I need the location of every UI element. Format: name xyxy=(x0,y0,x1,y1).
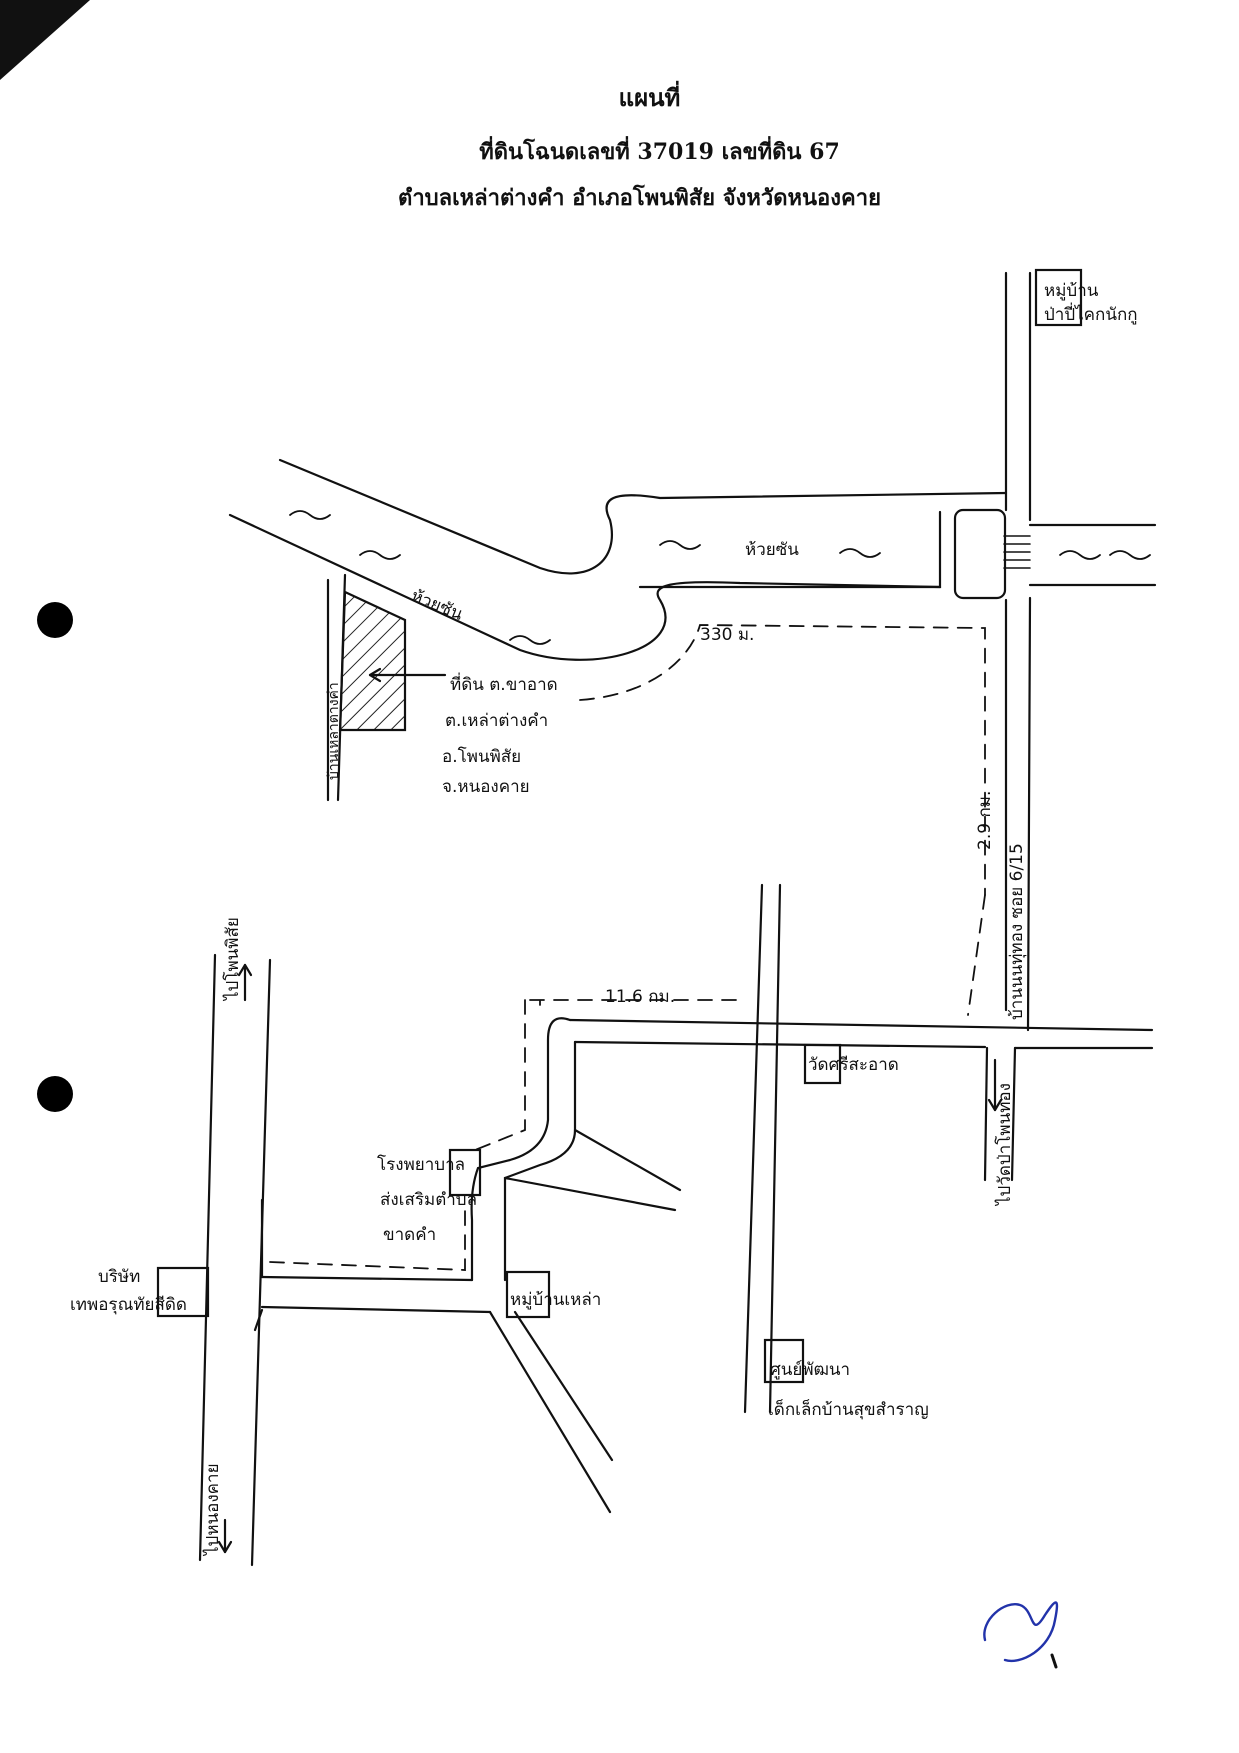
stream-name-left: ห้วยซัน xyxy=(408,586,466,625)
center-box xyxy=(763,1338,805,1384)
binder-hole-bottom xyxy=(37,1076,73,1112)
stream-name-right: ห้วยซัน xyxy=(745,540,799,560)
village-lao-label: หมู่บ้านเหล่า xyxy=(510,1290,601,1310)
company-label-line1: บริษัท xyxy=(98,1267,140,1287)
village-box-top-right xyxy=(1034,268,1083,327)
stream-upper-bank xyxy=(278,458,1008,575)
school-label-line3: ขาดคำ xyxy=(383,1225,436,1245)
road-to-phon-phisai-label: ไปโพนพิสัย xyxy=(222,917,243,1002)
village-top-right-line1: หมู่บ้าน xyxy=(1044,281,1099,301)
village-lao-box xyxy=(505,1270,551,1319)
route-330m xyxy=(579,624,986,896)
land-parcel xyxy=(338,590,407,732)
company-box xyxy=(156,1266,210,1318)
bridge-box xyxy=(953,508,1007,600)
stream-lower-bank xyxy=(228,513,942,661)
road-to-nong-khai-label: ไปหนองคาย xyxy=(202,1463,223,1557)
company-label-line2: เทพอรุณทัยสีดิด xyxy=(70,1295,187,1315)
distance-29km: 2.9 กม. xyxy=(975,791,995,850)
map-title: แผนที่ xyxy=(618,83,681,112)
signature xyxy=(983,1601,1059,1663)
land-label-line1: ที่ดิน ต.ขาอาด xyxy=(450,672,558,695)
route-116km xyxy=(529,999,741,1006)
left-vertical-road-label: บ้านเหล่าต่างคำ xyxy=(326,682,342,780)
land-label-line3: อ.โพนพิสัย xyxy=(442,746,521,767)
center-label-line1: ศูนย์พัฒนา xyxy=(770,1360,850,1380)
road-middle-vertical-left xyxy=(743,883,764,1414)
school-label-line1: โรงพยาบาล xyxy=(377,1154,465,1175)
route-29km xyxy=(967,894,986,1016)
main-road-south-edge xyxy=(573,1040,987,1049)
right-vertical-road-label: บ้านนนทุ่ทอง ซอย 6/15 xyxy=(1007,843,1027,1020)
scan-edge-mark xyxy=(0,0,90,80)
center-label-line2: เด็กเล็กบ้านสุขสำราญ xyxy=(768,1398,929,1420)
school-label-line2: ส่งเสริมตำบล xyxy=(380,1190,477,1210)
main-road-north-edge xyxy=(568,1018,1154,1032)
village-top-right-line2: ป่าปี่ไคกนักกู xyxy=(1044,302,1138,325)
binder-hole-top xyxy=(37,602,73,638)
road-to-wat-pa-label: ไปวัดป่าโพนทอง xyxy=(994,1083,1015,1207)
distance-330m: 330 ม. xyxy=(700,625,754,645)
location-line: ตำบลเหล่าต่างคำ อำเภอโพนพิสัย จังหวัดหนอ… xyxy=(398,185,881,211)
distance-116km: 11.6 กม. xyxy=(605,987,675,1007)
wat-label: วัดศรีสะอาด xyxy=(808,1055,899,1075)
land-label-line4: จ.หนองคาย xyxy=(442,777,530,797)
highway-left-edge xyxy=(198,953,217,1562)
road-southwest-south-edge xyxy=(503,1040,577,1282)
route-to-land xyxy=(269,1209,466,1271)
deed-number-line: ที่ดินโฉนดเลขที่ 37019 เลขที่ดิน 67 xyxy=(479,139,840,165)
road-middle-vertical-right xyxy=(768,883,782,1414)
road-southwest-north-edge xyxy=(470,1017,572,1282)
school-box xyxy=(448,1148,482,1197)
land-label-line2: ต.เหล่าต่างคำ xyxy=(445,711,548,731)
wat-box xyxy=(803,1043,842,1085)
